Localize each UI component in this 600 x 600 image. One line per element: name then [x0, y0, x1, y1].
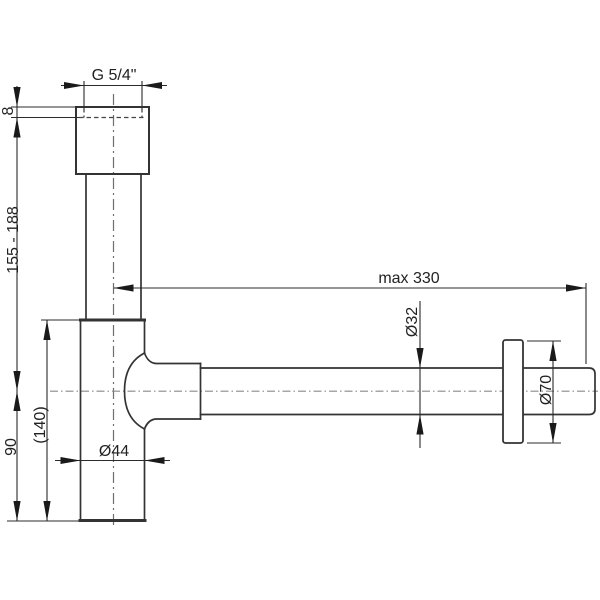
arrow-thread-right [142, 82, 162, 89]
arrow-max-reach-right [566, 284, 586, 292]
arrow-thread-left [64, 82, 84, 89]
arrow-adjust-height-bottom [13, 371, 21, 391]
cap-overlap-label: 8 [0, 106, 17, 115]
siphon-body-outline [75, 106, 596, 522]
centerlines [50, 94, 598, 528]
socket-top-edge [143, 351, 202, 365]
flange-diameter-label: Ø70 [538, 375, 555, 405]
dimension-arrowheads [13, 82, 586, 521]
arrow-body-diameter-left [60, 457, 81, 464]
cap-nut-outline [75, 106, 150, 175]
arrow-cap-overlap-bottom [13, 117, 21, 138]
arrow-outlet-height-bottom [13, 501, 21, 521]
dimension-lines [7, 81, 587, 522]
pipe-diameter-label: Ø32 [404, 307, 421, 337]
socket-bottom-edge [143, 418, 202, 431]
arrow-pipe-diameter-bottom [416, 414, 424, 435]
arrow-flange-diameter-bottom [549, 423, 557, 443]
arrow-max-reach-left [113, 284, 134, 292]
thread-dimension-label: G 5/4" [92, 67, 137, 84]
outlet-pipe-wall-end [522, 367, 596, 416]
arrow-height-ref-top [43, 320, 51, 340]
dimension-labels: G 5/4" max 330 Ø44 8 155 - 188 90 (140) … [0, 67, 555, 460]
body-diameter-label: Ø44 [99, 443, 129, 460]
max-reach-label: max 330 [378, 270, 439, 287]
arrow-body-diameter-right [144, 457, 165, 464]
wall-flange-outline [502, 339, 524, 444]
arrow-outlet-height-top [13, 391, 21, 411]
arrow-cap-overlap-top [13, 87, 21, 107]
outlet-height-label: 90 [3, 438, 20, 456]
arrow-height-ref-bottom [43, 501, 51, 521]
adjust-height-label: 155 - 188 [5, 206, 22, 274]
body-height-ref-label: (140) [32, 406, 49, 443]
arrow-pipe-diameter-top [416, 348, 424, 368]
arrow-flange-diameter-top [549, 341, 557, 361]
outlet-fillet-curve [123, 351, 146, 431]
